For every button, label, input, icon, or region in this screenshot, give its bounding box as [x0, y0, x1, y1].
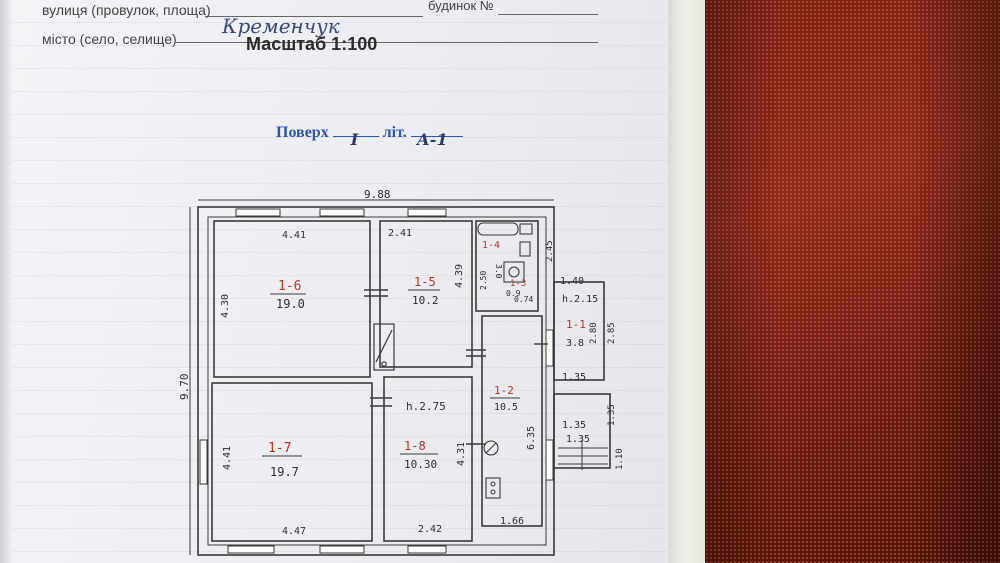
house-line: [498, 14, 598, 15]
fabric-shadow: [705, 0, 1000, 563]
room-area-1-8: 10.30: [404, 458, 437, 471]
window: [545, 439, 554, 481]
outer-wall: [197, 206, 555, 556]
dim-room2-bottom: 1.66: [500, 516, 524, 527]
bathtub: [477, 222, 519, 236]
table-surface: [668, 0, 712, 563]
dim-room2-side: 6.35: [526, 426, 537, 450]
dim-height2: h.2.75: [406, 400, 446, 413]
city-value: Кременчук: [222, 14, 340, 38]
room-id-1-6: 1-6: [278, 279, 301, 294]
dim-bath-w3: 0.9: [506, 289, 521, 298]
dim-left-bottom: 4.41: [222, 446, 233, 470]
window: [407, 208, 447, 217]
dim-height1: h.2.15: [562, 294, 598, 305]
dim-room5-side: 4.39: [454, 264, 465, 288]
room-id-1-5: 1-5: [414, 275, 436, 289]
room-id-1-4: 1-4: [482, 240, 500, 251]
floor-heading: Поверх I літ. А-1: [276, 124, 463, 149]
dim-room8-side: 4.31: [456, 442, 467, 466]
room-area-1-5: 10.2: [412, 294, 439, 307]
dim-left-top: 4.30: [220, 294, 231, 318]
inner-wall-outline: [207, 216, 547, 546]
room-1-6-walls: [213, 220, 371, 378]
street-line: [205, 16, 423, 17]
dim-porch-step2: 1.35: [562, 420, 586, 431]
house-label: будинок №: [428, 0, 494, 13]
scale-label: Масштаб 1:100: [246, 34, 378, 54]
dim-bath-w2: 3.0: [494, 264, 503, 279]
room-id-1-3: 1-3: [510, 279, 526, 289]
lit-value: А-1: [416, 130, 448, 149]
room-id-1-1: 1-1: [566, 318, 586, 331]
bath-walls: [475, 220, 539, 312]
room-1-7-walls: [211, 382, 373, 542]
city-line: [176, 42, 598, 43]
room-1-5-walls: [379, 220, 473, 368]
room-id-1-7: 1-7: [268, 441, 291, 456]
gas-stove: [485, 477, 501, 499]
floor-number: I: [350, 130, 359, 149]
window: [235, 208, 281, 217]
floor-label: Поверх: [276, 124, 329, 141]
dim-room5-top: 2.41: [388, 228, 412, 239]
room-area-1-1: 3.8: [566, 338, 584, 349]
stove: [373, 323, 395, 371]
floor-plan: 9.88 9.70 4.41 4.30 4.41 4.47 2.41 4.39 …: [178, 188, 625, 556]
sink: [519, 223, 533, 235]
dim-bath-w1: 2.50: [479, 271, 488, 290]
room-id-1-2: 1-2: [494, 384, 514, 397]
room-area-1-2: 10.5: [494, 402, 518, 413]
window: [407, 545, 447, 554]
dim-porch-side: 2.80: [589, 322, 599, 344]
room-id-1-8: 1-8: [404, 439, 426, 453]
dim-porch-top: 1.40: [560, 276, 584, 287]
dim-total-width: 9.88: [364, 188, 391, 201]
room-1-2-walls: [481, 315, 543, 527]
dim-room7-bottom: 4.47: [282, 526, 306, 537]
dim-porch-step1: 1.35: [562, 372, 586, 383]
dim-bath-w4: 0.74: [514, 295, 533, 304]
dim-porch-step3: 1.35: [566, 434, 590, 445]
dim-room6-top: 4.41: [282, 230, 306, 241]
document-page: вулиця (провулок, площа) будинок № місто…: [0, 0, 700, 563]
window: [319, 208, 365, 217]
washbasin: [519, 241, 531, 257]
boiler: [483, 440, 499, 456]
dim-porch-side2: 1.35: [607, 404, 617, 426]
window: [319, 545, 365, 554]
street-label: вулиця (провулок, площа): [42, 2, 211, 18]
porch-walls: [553, 281, 605, 381]
window: [227, 545, 275, 554]
page-binding-edge: [0, 0, 12, 563]
dim-porch-outer: 2.85: [607, 322, 617, 344]
room-area-1-7: 19.7: [270, 465, 299, 479]
window: [199, 439, 208, 485]
room-1-8-walls: [383, 376, 473, 542]
dim-porch-side3: 1.10: [615, 448, 625, 470]
lit-label: літ.: [382, 124, 407, 141]
dim-room8-bottom: 2.42: [418, 524, 442, 535]
window: [545, 329, 554, 367]
dim-bath-side: 2.45: [545, 240, 555, 262]
room-area-1-6: 19.0: [276, 297, 305, 311]
toilet: [503, 261, 525, 283]
red-fabric-background: [705, 0, 1000, 563]
city-label: місто (село, селище): [42, 31, 177, 47]
dim-total-height: 9.70: [178, 374, 191, 401]
